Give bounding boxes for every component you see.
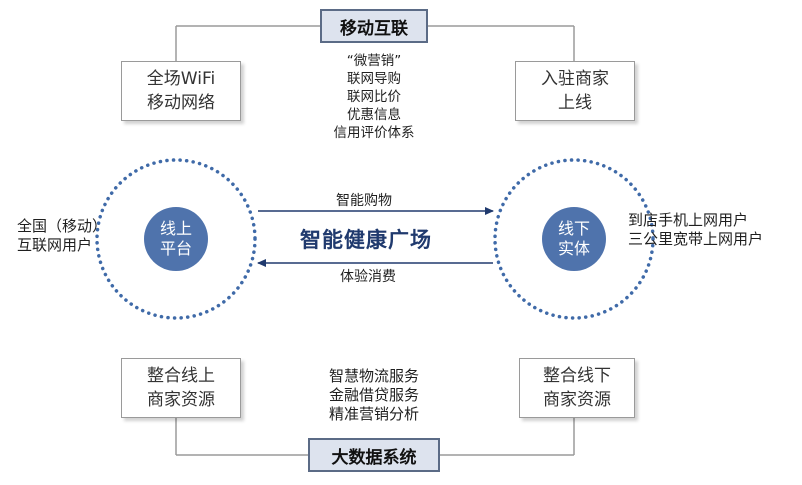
bottom-header-badge: 大数据系统: [308, 438, 440, 472]
online-user-line-2: 互联网用户: [17, 236, 93, 254]
feature-item: 优惠信息: [347, 107, 401, 123]
feature-item: 精准营销分析: [328, 405, 419, 423]
online-dotted-ring: [95, 158, 257, 320]
offline-entity-line-1: 线下: [557, 219, 590, 238]
offline-user-line-2: 三公里宽带上网用户: [628, 230, 764, 248]
offline-dotted-ring: [493, 158, 655, 320]
feature-item: “微营销”: [346, 53, 402, 69]
feature-item: 智慧物流服务: [328, 367, 419, 385]
online-platform-line-2: 平台: [159, 239, 192, 258]
arrow-right-label: 智能购物: [336, 190, 392, 210]
wifi-network-line-1: 全场WiFi: [146, 69, 216, 89]
online-platform-node: 线上 平台: [144, 207, 208, 271]
online-resources-line-2: 商家资源: [147, 390, 215, 410]
feature-item: 信用评价体系: [333, 125, 415, 141]
merchant-online-line-2: 上线: [558, 93, 592, 113]
arrow-left-label: 体验消费: [340, 266, 396, 286]
bottom-header-label: 大数据系统: [331, 447, 417, 468]
merchant-online-box: 入驻商家 上线: [515, 61, 635, 121]
online-user-label: 全国（移动） 互联网用户: [17, 217, 127, 255]
center-title-text: 智能健康广场: [300, 228, 432, 252]
online-user-line-1: 全国（移动）: [17, 217, 108, 235]
online-resources-box: 整合线上 商家资源: [121, 358, 241, 418]
wifi-network-line-2: 移动网络: [147, 93, 215, 113]
online-resources-line-1: 整合线上: [147, 366, 215, 386]
feature-item: 联网导购: [347, 71, 401, 87]
online-platform-line-1: 线上: [159, 219, 192, 238]
offline-resources-line-2: 商家资源: [543, 390, 611, 410]
bottom-feature-list: 智慧物流服务 金融借贷服务 精准营销分析: [300, 367, 448, 424]
top-feature-list: “微营销” 联网导购 联网比价 优惠信息 信用评价体系: [300, 52, 448, 142]
arrow-right-label-text: 智能购物: [336, 193, 392, 209]
merchant-online-line-1: 入驻商家: [541, 69, 609, 89]
offline-resources-line-1: 整合线下: [543, 366, 611, 386]
arrow-left-label-text: 体验消费: [340, 269, 396, 285]
top-header-label: 移动互联: [340, 18, 408, 39]
top-header-badge: 移动互联: [320, 9, 428, 43]
offline-resources-box: 整合线下 商家资源: [519, 358, 635, 418]
feature-item: 联网比价: [347, 89, 401, 105]
offline-entity-line-2: 实体: [557, 239, 590, 258]
offline-user-line-1: 到店手机上网用户: [628, 211, 749, 229]
wifi-network-box: 全场WiFi 移动网络: [121, 61, 241, 121]
offline-user-label: 到店手机上网用户 三公里宽带上网用户: [628, 211, 798, 249]
center-title: 智能健康广场: [300, 224, 432, 254]
feature-item: 金融借贷服务: [328, 386, 419, 404]
offline-entity-node: 线下 实体: [542, 207, 606, 271]
